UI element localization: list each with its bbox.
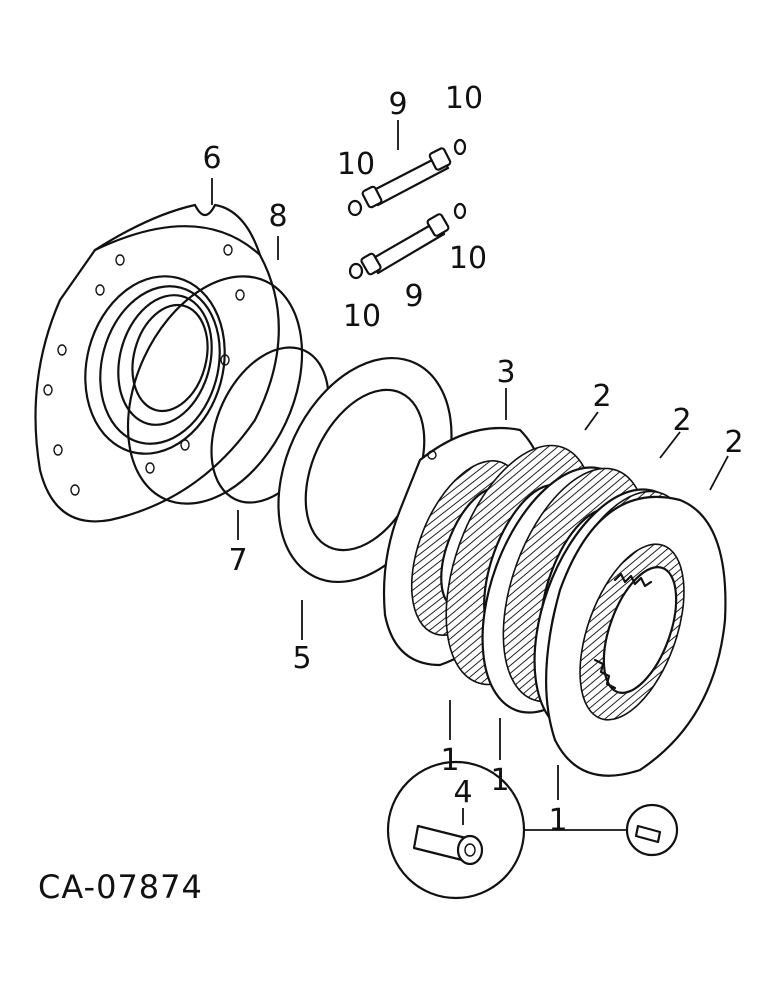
callout-10-lower-right: 10 <box>449 241 487 276</box>
callout-7: 7 <box>228 543 247 578</box>
clutch-plate-part-1c <box>545 495 727 777</box>
pin-detail-inset-part-4 <box>386 760 679 900</box>
callout-9-lower: 9 <box>404 279 423 314</box>
callout-9-upper: 9 <box>388 87 407 122</box>
piston-housing-part-6 <box>34 203 280 523</box>
tube-part-9-lower <box>360 213 450 276</box>
figure-code: CA-07874 <box>38 868 203 906</box>
o-ring-part-10d <box>348 262 364 280</box>
callout-10-upper-right: 10 <box>445 81 483 116</box>
callout-1-second: 1 <box>490 763 509 798</box>
o-ring-part-10b <box>453 138 467 156</box>
o-ring-part-10c <box>453 202 467 220</box>
callout-2-second: 2 <box>672 403 691 438</box>
callout-5: 5 <box>292 641 311 676</box>
callout-1-first: 1 <box>440 743 459 778</box>
callout-4: 4 <box>453 775 472 810</box>
o-ring-part-10a <box>347 199 363 217</box>
callout-10-upper-left: 10 <box>337 147 375 182</box>
callout-2-first: 2 <box>592 379 611 414</box>
callout-10-lower-left: 10 <box>343 299 381 334</box>
leader-lines <box>211 120 729 825</box>
outer-seal-ring-part-8 <box>126 275 304 505</box>
callout-8: 8 <box>268 199 287 234</box>
callout-3: 3 <box>496 355 515 390</box>
callout-2-third: 2 <box>724 425 743 460</box>
callout-6: 6 <box>202 141 221 176</box>
callout-1-third: 1 <box>548 803 567 838</box>
tube-part-9-upper <box>361 147 452 209</box>
